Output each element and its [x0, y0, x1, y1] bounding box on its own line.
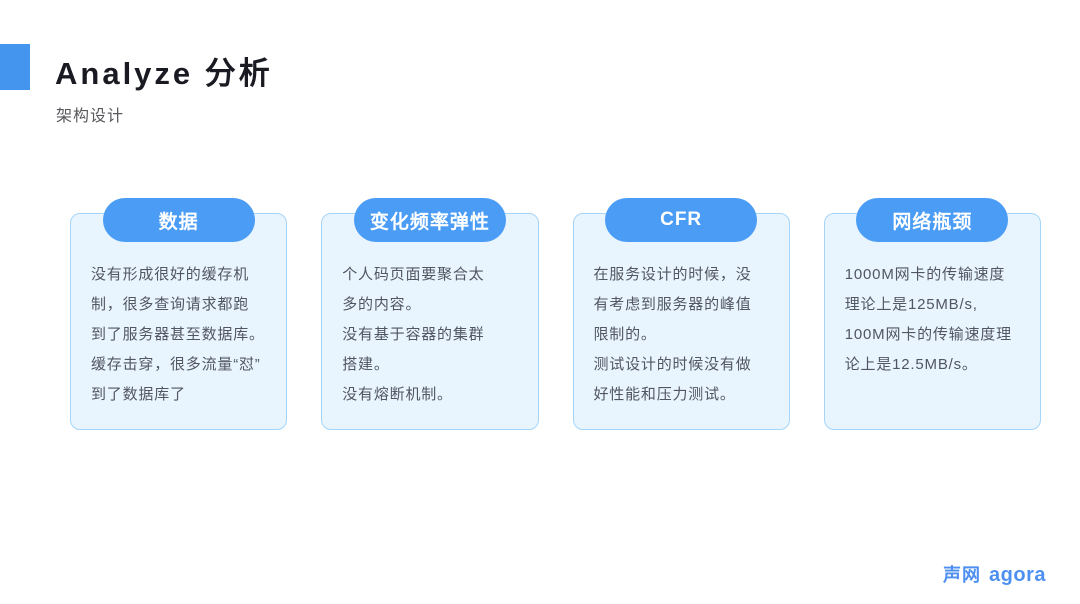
card-pill-label: 网络瓶颈 [856, 198, 1009, 242]
card-body-line: 1000M网卡的传输速度 [844, 266, 1006, 283]
page-title: Analyze 分析 [55, 56, 273, 91]
logo-agora-wordmark: agora [989, 564, 1046, 586]
card-change-frequency-elasticity: 变化频率弹性 个人码页面要聚合太 多的内容。 没有基于容器的集群 搭建。 没有熔… [321, 198, 539, 430]
card-body: 个人码页面要聚合太 多的内容。 没有基于容器的集群 搭建。 没有熔断机制。 [342, 260, 525, 410]
card-body-line: 没有形成很好的缓存机 [91, 266, 250, 283]
card-pill-label: CFR [605, 198, 758, 242]
card-network-bottleneck: 网络瓶颈 1000M网卡的传输速度 理论上是125MB/s, 100M网卡的传输… [823, 198, 1041, 430]
card-pill-label: 变化频率弹性 [353, 198, 506, 242]
card-body-line: 搭建。 [342, 356, 390, 373]
card-body-line: 100M网卡的传输速度理 [844, 326, 1012, 343]
card-pill-label: 数据 [102, 198, 255, 242]
card-body-line: 缓存击穿，很多流量“怼” [91, 356, 261, 373]
card-body: 没有形成很好的缓存机 制，很多查询请求都跑 到了服务器甚至数据库。 缓存击穿，很… [91, 260, 274, 410]
card-body-line: 好性能和压力测试。 [593, 386, 736, 403]
card-body: 1000M网卡的传输速度 理论上是125MB/s, 100M网卡的传输速度理 论… [845, 260, 1028, 380]
card-cfr: CFR 在服务设计的时候，没 有考虑到服务器的峰值 限制的。 测试设计的时候没有… [572, 198, 790, 430]
cards-row: 数据 没有形成很好的缓存机 制，很多查询请求都跑 到了服务器甚至数据库。 缓存击… [70, 198, 1041, 430]
card-body-line: 有考虑到服务器的峰值 [593, 296, 752, 313]
card-body-line: 到了服务器甚至数据库。 [91, 326, 265, 343]
card-body-line: 到了数据库了 [91, 386, 186, 403]
card-body: 在服务设计的时候，没 有考虑到服务器的峰值 限制的。 测试设计的时候没有做 好性… [594, 260, 777, 410]
card-body-line: 限制的。 [593, 326, 657, 343]
page-subtitle: 架构设计 [56, 108, 125, 125]
card-body-line: 制，很多查询请求都跑 [91, 296, 250, 313]
logo-chinese-wordmark: 声网 [943, 565, 982, 585]
card-body-line: 个人码页面要聚合太 [342, 266, 485, 283]
card-body-line: 没有熔断机制。 [342, 386, 453, 403]
card-body-line: 理论上是125MB/s, [844, 296, 978, 313]
card-body-line: 论上是12.5MB/s。 [844, 356, 978, 373]
card-body-line: 多的内容。 [342, 296, 422, 313]
card-body-line: 没有基于容器的集群 [342, 326, 485, 343]
card-body-line: 在服务设计的时候，没 [593, 266, 752, 283]
card-data: 数据 没有形成很好的缓存机 制，很多查询请求都跑 到了服务器甚至数据库。 缓存击… [70, 198, 288, 430]
brand-logo: 声网 agora [943, 561, 1046, 587]
card-body-line: 测试设计的时候没有做 [593, 356, 752, 373]
title-accent-bar [0, 44, 30, 90]
